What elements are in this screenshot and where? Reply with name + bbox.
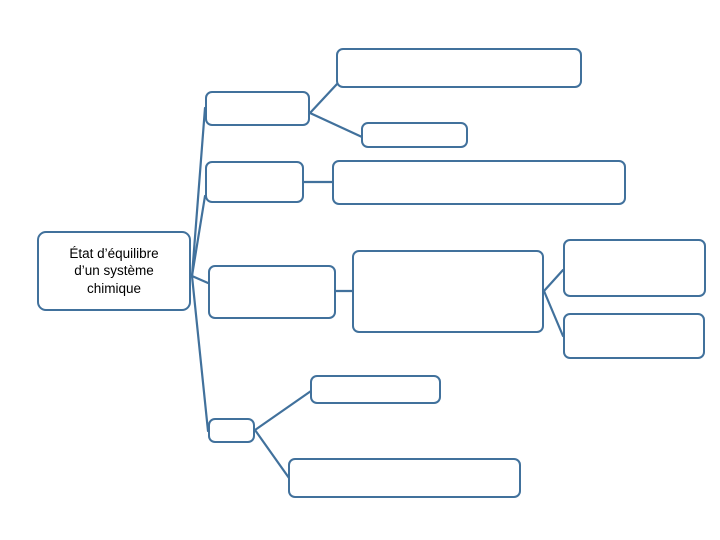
node-b7[interactable] [352, 250, 544, 333]
node-root-label: État d’équilibre d’un système chimique [69, 245, 159, 296]
node-b8[interactable] [563, 239, 706, 297]
edge-b7-to-b8 [542, 268, 565, 293]
node-root[interactable]: État d’équilibre d’un système chimique [37, 231, 191, 311]
node-b2[interactable] [205, 91, 310, 126]
edge-b7-to-b10 [542, 289, 565, 338]
edge-root-to-b2 [190, 106, 207, 278]
node-b11[interactable] [310, 375, 441, 404]
edge-b9-to-b12 [253, 428, 291, 480]
edge-b2-to-b1 [308, 82, 339, 115]
node-b6[interactable] [332, 160, 626, 205]
node-b5[interactable] [208, 265, 336, 319]
node-b10[interactable] [563, 313, 705, 359]
edge-b9-to-b11 [253, 389, 313, 432]
node-b1[interactable] [336, 48, 582, 88]
edge-b2-to-b4 [308, 111, 364, 139]
node-b9[interactable] [208, 418, 255, 443]
node-b3[interactable] [205, 161, 304, 203]
node-b12[interactable] [288, 458, 521, 498]
edge-root-to-b3 [190, 194, 207, 278]
edge-root-to-b5 [190, 274, 210, 285]
edge-root-to-b9 [190, 274, 210, 433]
node-b4[interactable] [361, 122, 468, 148]
